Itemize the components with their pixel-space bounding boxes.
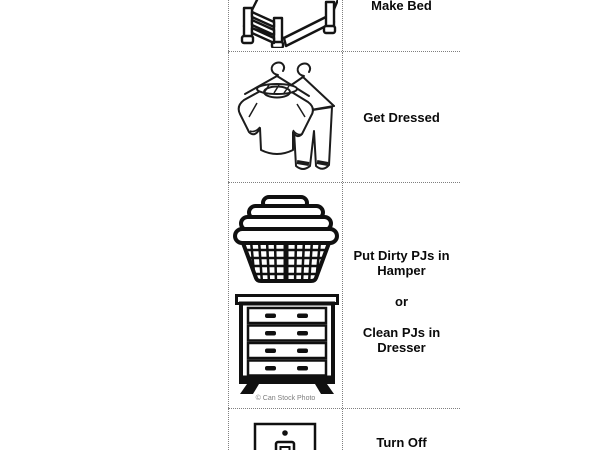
pajamas-image-cell: © Can Stock Photo [228, 183, 343, 408]
table-row-make-bed: Make Bed [228, 0, 460, 52]
make-bed-label: Make Bed [371, 0, 432, 13]
pajamas-or-connector: or [395, 294, 408, 309]
table-row-pajamas: © Can Stock Photo Put Dirty PJs in Hampe… [228, 183, 460, 409]
light-switch-icon [253, 422, 317, 450]
turn-off-image-cell [228, 409, 343, 450]
pajamas-option-hamper: Put Dirty PJs in Hamper [353, 248, 450, 278]
stock-photo-watermark: © Can Stock Photo [255, 395, 316, 402]
turn-off-label: Turn Off [376, 435, 427, 450]
routine-chart-table: Make Bed [228, 0, 460, 450]
get-dressed-image-cell [228, 52, 343, 182]
table-row-turn-off: Turn Off [228, 409, 460, 450]
bed-icon [240, 0, 338, 48]
get-dressed-label: Get Dressed [363, 109, 440, 125]
pajamas-option-dresser: Clean PJs in Dresser [362, 325, 441, 355]
clothes-on-hangers-icon [237, 61, 335, 170]
pajamas-task-cell: Put Dirty PJs in Hamper or Clean PJs in … [343, 183, 460, 408]
make-bed-image-cell [228, 0, 343, 51]
dresser-icon [235, 294, 339, 394]
table-row-get-dressed: Get Dressed [228, 52, 460, 183]
laundry-hamper-icon [233, 195, 339, 283]
